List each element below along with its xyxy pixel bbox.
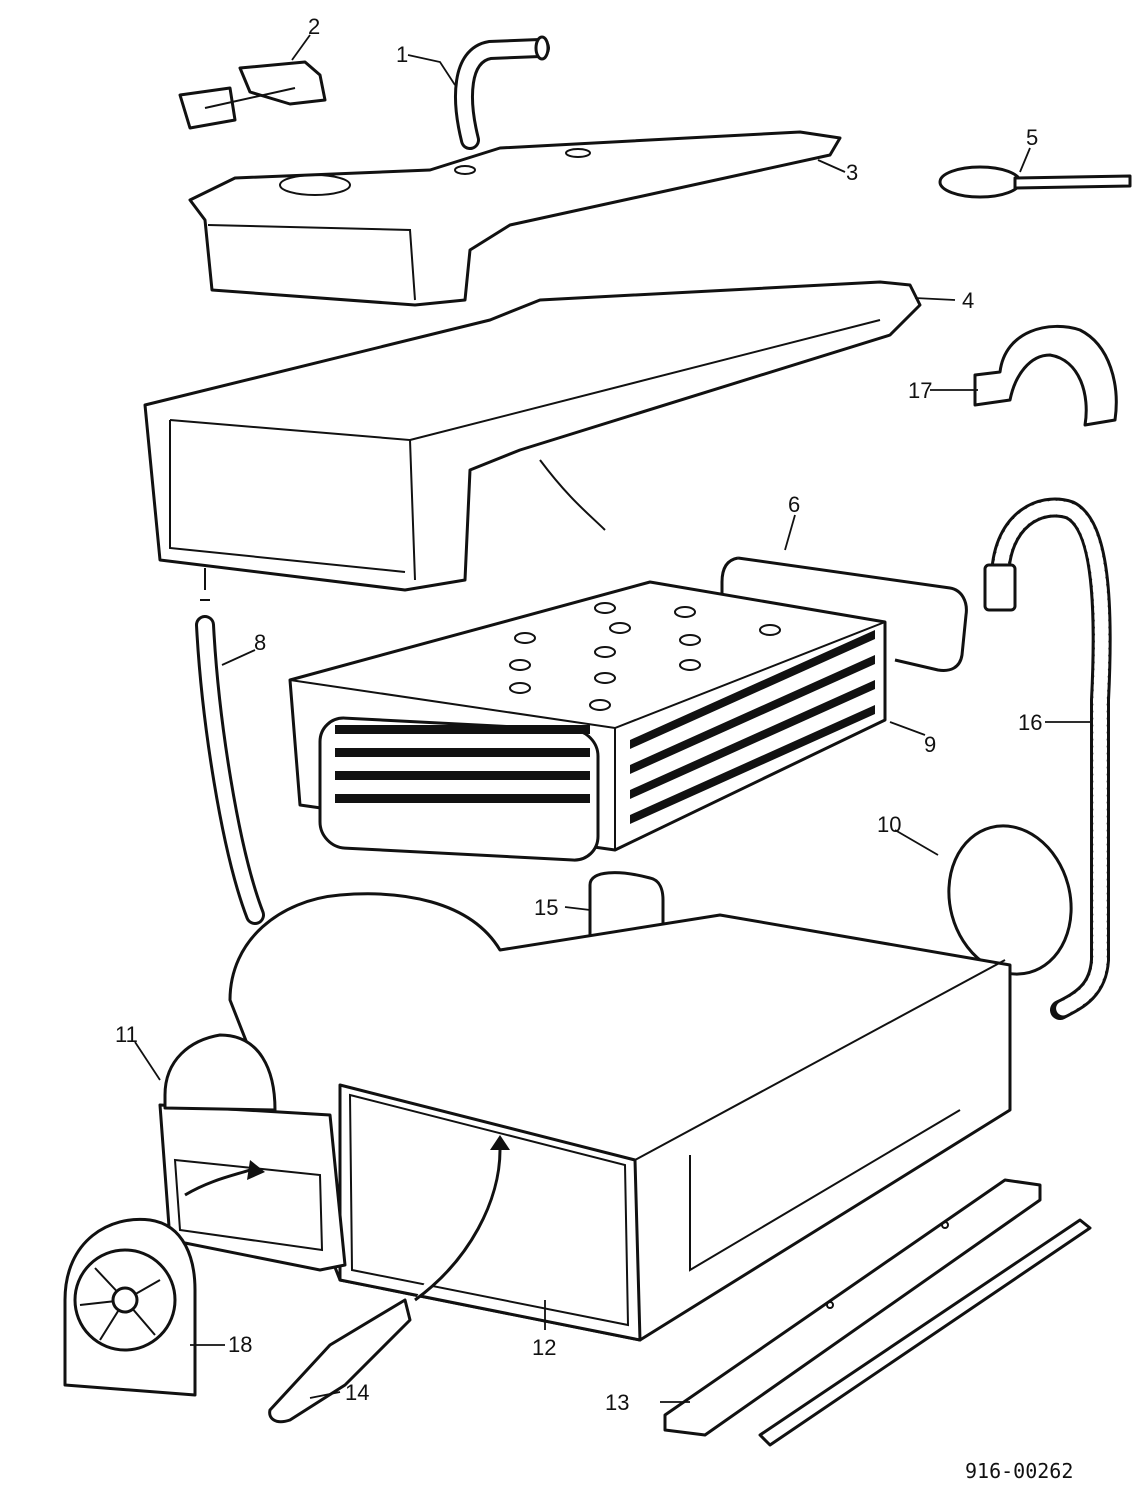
- callout-1: 1: [396, 42, 408, 67]
- part-1-hose: [454, 35, 550, 150]
- part-17-bracket: [973, 325, 1118, 427]
- part-2-clip: [178, 60, 327, 130]
- part-5-cap: [938, 165, 1132, 199]
- part-11-blower-housing: [158, 1033, 347, 1272]
- part-9-heat-exchanger: [288, 580, 887, 862]
- heat-exchanger-fins: [335, 630, 875, 824]
- callout-6: 6: [788, 492, 800, 517]
- part-18-blower-wheel: [63, 1217, 197, 1397]
- callout-16: 16: [1018, 710, 1042, 735]
- callout-17: 17: [908, 378, 932, 403]
- part-13-plate: [663, 1178, 1092, 1447]
- callout-12: 12: [532, 1335, 556, 1360]
- callout-14: 14: [345, 1380, 369, 1405]
- part-12-lower-housing: [228, 892, 1012, 1342]
- leader-lines: [134, 34, 1090, 1403]
- callout-5: 5: [1026, 125, 1038, 150]
- callout-9: 9: [924, 732, 936, 757]
- callout-13: 13: [605, 1390, 629, 1415]
- callout-11: 11: [115, 1022, 138, 1047]
- part-3-top-cover: [188, 130, 842, 307]
- callout-labels: 1 2 3 4 5 6 8 9 10 11 12 13 14 15 16 17 …: [115, 14, 1073, 1483]
- part-8-drain-hose: [195, 568, 265, 925]
- callout-18: 18: [228, 1332, 252, 1357]
- callout-15: 15: [534, 895, 558, 920]
- part-10-ring: [947, 824, 1073, 976]
- part-4-upper-housing: [143, 280, 922, 592]
- part-14-filter: [268, 1135, 510, 1424]
- drawing-number: 916-00262: [965, 1459, 1073, 1483]
- heat-exchanger-holes: [509, 602, 781, 711]
- callout-3: 3: [846, 160, 858, 185]
- callout-2: 2: [308, 14, 320, 39]
- callout-4: 4: [962, 288, 974, 313]
- part-16-corrugated-hose: [983, 497, 1112, 1020]
- callout-10: 10: [877, 812, 901, 837]
- callout-8: 8: [254, 630, 266, 655]
